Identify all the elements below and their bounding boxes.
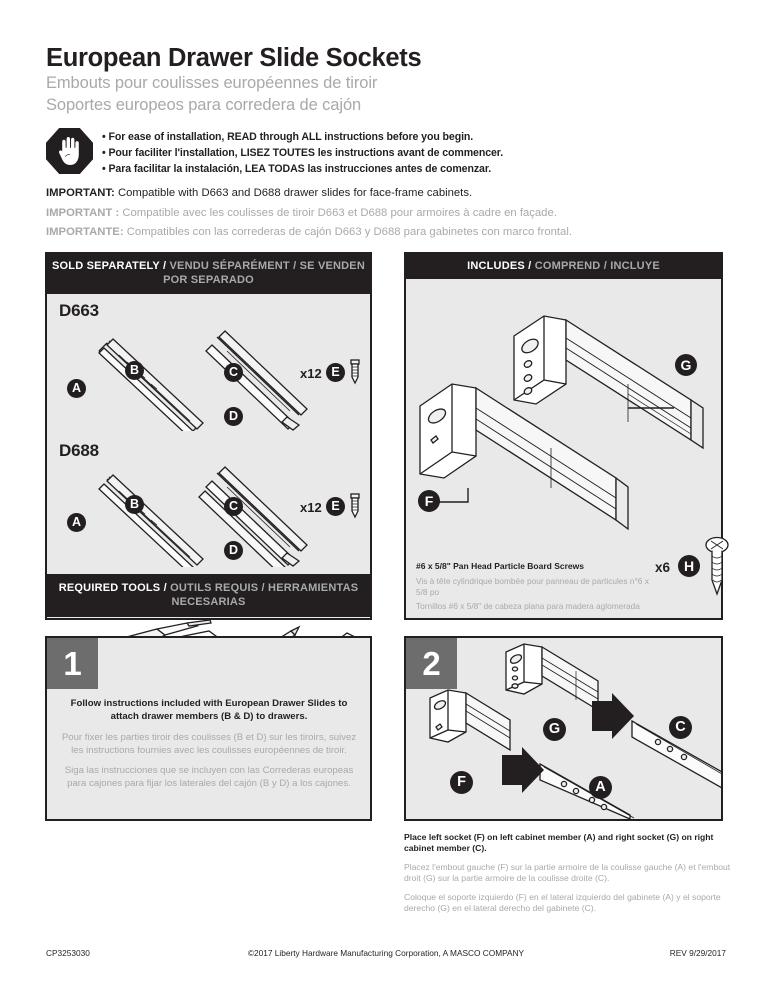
assembly-arrows xyxy=(502,693,634,793)
hand-stop-icon xyxy=(46,128,93,174)
footer-revision: REV 9/29/2017 xyxy=(669,948,726,958)
important-text-en: Compatible with D663 and D688 drawer sli… xyxy=(114,187,473,199)
step-1-number: 1 xyxy=(47,638,98,689)
screws-description: #6 x 5/8" Pan Head Particle Board Screws… xyxy=(416,561,654,612)
step-2-text-es: Coloque el soporte izquierdo (F) en el l… xyxy=(404,891,721,914)
callout-d663-e: E xyxy=(326,362,345,382)
includes-header-translated: COMPREND / INCLUYE xyxy=(534,260,660,272)
required-tools-header-en: REQUIRED TOOLS / xyxy=(58,581,171,594)
warning-line-fr: • Pour faciliter l'installation, LISEZ T… xyxy=(102,146,504,159)
important-label-en: IMPORTANT: xyxy=(46,187,115,199)
step-1-block: 1 Follow instructions included with Euro… xyxy=(45,636,372,821)
callout-includes-f: F xyxy=(418,490,440,512)
warning-lines: • For ease of installation, READ through… xyxy=(102,128,503,178)
quantity-screws: x6 xyxy=(655,560,671,575)
step-1-text-fr: Pour fixer les parties tiroir des coulis… xyxy=(61,731,357,756)
callout-step2-a: A xyxy=(589,776,612,799)
important-note-es: IMPORTANTE: Compatibles con las correder… xyxy=(46,225,746,239)
document-header: European Drawer Slide Sockets Embouts po… xyxy=(46,44,726,116)
footer-copyright: ©2017 Liberty Hardware Manufacturing Cor… xyxy=(247,948,525,958)
callout-d688-d: D xyxy=(224,540,243,560)
callout-d688-a: A xyxy=(67,512,86,532)
required-tools-header: REQUIRED TOOLS / OUTILS REQUIS / HERRAMI… xyxy=(47,573,370,616)
important-text-fr: Compatible avec les coulisses de tiroir … xyxy=(119,206,557,219)
important-label-es: IMPORTANTE: xyxy=(46,226,124,239)
screws-description-fr: Vis à tête cylindrique bombée pour panne… xyxy=(416,576,649,597)
screw-icon-d688 xyxy=(350,492,360,519)
includes-header: INCLUDES / COMPREND / INCLUYE xyxy=(406,254,721,280)
product-group-d688: D688 A B C D x12 xyxy=(47,441,370,574)
callout-d663-a: A xyxy=(67,378,86,398)
d688-slide-illustration xyxy=(98,465,308,567)
footer-part-number: CP3253030 xyxy=(46,948,90,958)
callout-includes-g: G xyxy=(675,354,697,376)
callout-d663-b: B xyxy=(125,360,144,380)
sold-separately-panel: SOLD SEPARATELY / VENDU SÉPARÉMENT / SE … xyxy=(45,252,372,671)
includes-panel: INCLUDES / COMPREND / INCLUYE xyxy=(404,252,729,620)
important-notes: IMPORTANT: Compatible with D663 and D688… xyxy=(46,186,746,245)
step-2-number: 2 xyxy=(406,638,457,689)
step-2-text-fr: Placez l'embout gauche (F) sur la partie… xyxy=(404,861,731,884)
important-note-en: IMPORTANT: Compatible with D663 and D688… xyxy=(46,186,746,200)
pan-head-screw-icon xyxy=(705,536,729,596)
step-1-text: Follow instructions included with Europe… xyxy=(61,698,357,791)
screws-description-en: #6 x 5/8" Pan Head Particle Board Screws xyxy=(416,561,584,572)
callout-step2-g: G xyxy=(543,718,566,741)
sockets-illustration xyxy=(419,315,704,531)
warning-line-en: • For ease of installation, READ through… xyxy=(102,131,474,143)
important-label-fr: IMPORTANT : xyxy=(46,206,120,219)
screw-icon-d663 xyxy=(350,358,360,385)
step-2-illustration xyxy=(429,643,721,819)
quantity-d688-e: x12 xyxy=(300,499,322,515)
includes-header-en: INCLUDES / xyxy=(467,260,535,272)
footer: CP3253030 ©2017 Liberty Hardware Manufac… xyxy=(46,948,726,958)
model-label-d663: D663 xyxy=(59,300,99,320)
sold-separately-header-translated: VENDU SÉPARÉMENT / SE VENDEN POR SEPARAD… xyxy=(163,260,365,287)
page-title: European Drawer Slide Sockets xyxy=(46,44,422,72)
sold-separately-header: SOLD SEPARATELY / VENDU SÉPARÉMENT / SE … xyxy=(47,254,370,294)
callout-step2-f: F xyxy=(450,771,473,794)
callout-d688-e: E xyxy=(326,496,345,516)
step-2-text-en: Place left socket (F) on left cabinet me… xyxy=(404,832,714,854)
step-1-text-en: Follow instructions included with Europe… xyxy=(70,698,348,722)
important-text-es: Compatibles con las correderas de cajón … xyxy=(123,226,572,239)
callout-d688-c: C xyxy=(224,496,243,516)
required-tools-header-translated: OUTILS REQUIS / HERRAMIENTAS NECESARIAS xyxy=(170,581,359,608)
warning-block: • For ease of installation, READ through… xyxy=(46,128,736,178)
callout-d663-d: D xyxy=(224,406,243,426)
callout-d663-c: C xyxy=(224,362,243,382)
step-1-text-es: Siga las instrucciones que se incluyen c… xyxy=(64,765,354,790)
important-note-fr: IMPORTANT : Compatible avec les coulisse… xyxy=(46,206,746,220)
callout-includes-h: H xyxy=(678,555,700,577)
warning-line-es: • Para facilitar la instalación, LEA TOD… xyxy=(102,162,492,175)
screws-description-es: Tornillos #6 x 5/8" de cabeza plana para… xyxy=(416,601,640,612)
sold-separately-header-en: SOLD SEPARATELY / xyxy=(52,260,170,272)
callout-step2-c: C xyxy=(669,716,692,739)
page-subtitle-es: Soportes europeos para corredera de cajó… xyxy=(46,95,362,114)
callout-d688-b: B xyxy=(125,494,144,514)
quantity-d663-e: x12 xyxy=(300,365,322,381)
step-2-caption: Place left socket (F) on left cabinet me… xyxy=(404,832,734,915)
page-subtitle-fr: Embouts pour coulisses européennes de ti… xyxy=(46,74,378,93)
model-label-d688: D688 xyxy=(59,440,99,460)
product-group-d663: D663 A B C D xyxy=(47,301,370,434)
step-2-block: 2 xyxy=(404,636,723,821)
